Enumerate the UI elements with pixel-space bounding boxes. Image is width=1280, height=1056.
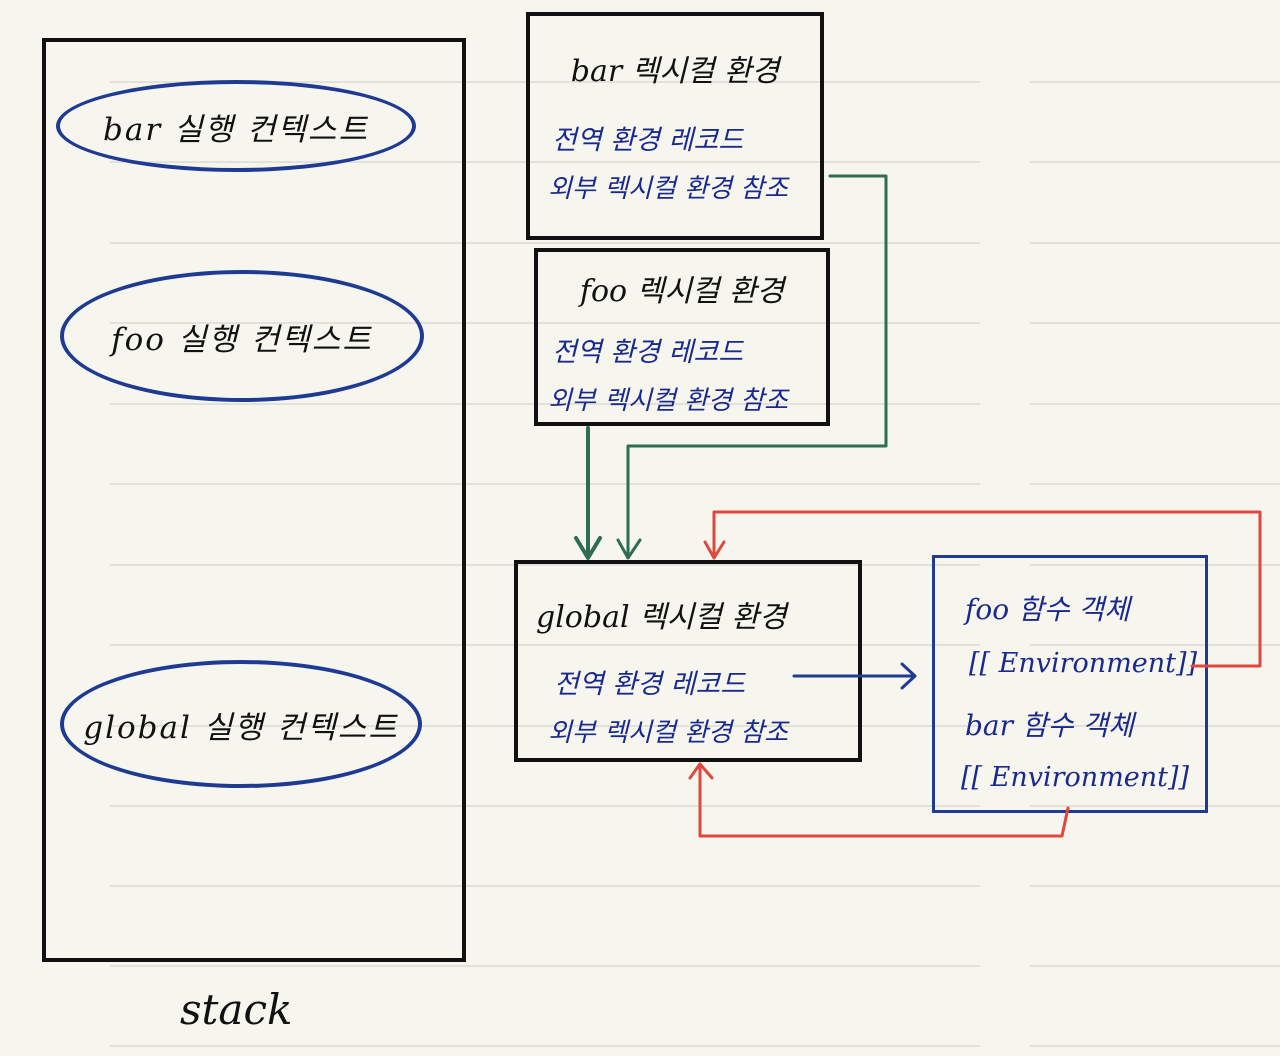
global-env-record: 전역 환경 레코드: [554, 669, 746, 700]
foo-execution-context: foo 실행 컨텍스트: [60, 270, 424, 402]
global-execution-context: global 실행 컨텍스트: [60, 660, 422, 788]
foo-environment-slot: [[ Environment]]: [969, 648, 1198, 679]
foo-env-outer-ref: 외부 렉시컬 환경 참조: [548, 386, 789, 416]
foo-lexical-environment: foo 렉시컬 환경 전역 환경 레코드 외부 렉시컬 환경 참조: [534, 248, 830, 426]
bar-env-title: bar 렉시컬 환경: [570, 54, 780, 89]
foo-env-title: foo 렉시컬 환경: [579, 274, 785, 309]
bar-function-object: bar 함수 객체: [965, 709, 1134, 742]
bar-env-record: 전역 환경 레코드: [552, 125, 744, 156]
bar-execution-context: bar 실행 컨텍스트: [56, 80, 416, 172]
global-env-outer-ref: 외부 렉시컬 환경 참조: [548, 718, 789, 748]
foo-env-record: 전역 환경 레코드: [552, 337, 744, 368]
global-lexical-environment: global 렉시컬 환경 전역 환경 레코드 외부 렉시컬 환경 참조: [514, 560, 862, 762]
bar-environment-slot: [[ Environment]]: [961, 762, 1190, 793]
bar-env-outer-ref: 외부 렉시컬 환경 참조: [548, 174, 789, 204]
function-objects: foo 함수 객체 [[ Environment]] bar 함수 객체 [[ …: [932, 555, 1208, 813]
foo-function-object: foo 함수 객체: [965, 593, 1130, 626]
global-env-title: global 렉시컬 환경: [536, 600, 787, 635]
call-stack: [42, 38, 466, 962]
stack-label: stack: [180, 985, 293, 1034]
bar-lexical-environment: bar 렉시컬 환경 전역 환경 레코드 외부 렉시컬 환경 참조: [526, 12, 824, 240]
